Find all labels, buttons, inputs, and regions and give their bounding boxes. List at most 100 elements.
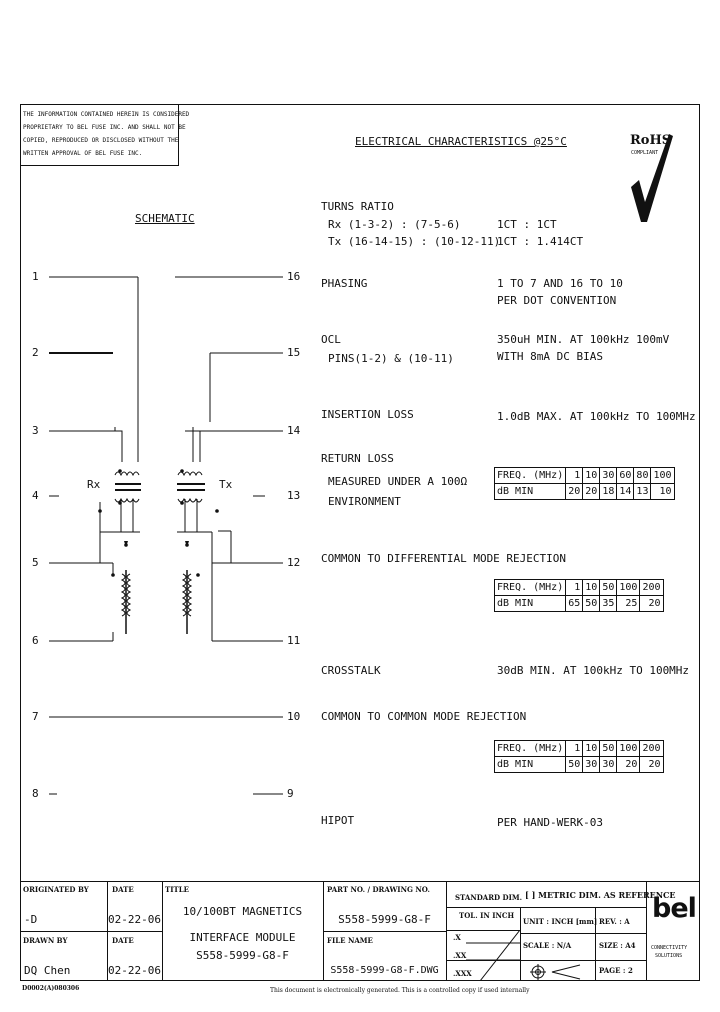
cm-cm-table: FREQ. (MHz) 1 10 50 100 200 dB MIN 50 30… (493, 740, 664, 773)
hipot-value: PER HAND-WERK-03 (497, 816, 603, 829)
title-block-divider (446, 960, 646, 961)
drawn-by: DQ Chen (24, 964, 71, 977)
title-line: S558-5999-G8-F (196, 949, 289, 962)
title-block-divider (162, 881, 163, 981)
table-cell: 60 (616, 467, 635, 484)
table-row: FREQ. (MHz) 1 10 30 60 80 100 (493, 467, 675, 484)
schematic-diagram (49, 276, 283, 795)
rx-label: Rx (87, 478, 101, 491)
table-cell: 50 (582, 595, 601, 612)
tx-label: Tx (219, 478, 233, 491)
turns-ratio-rx: Rx (1-3-2) : (7-5-6) (328, 218, 461, 231)
hipot-label: HIPOT (321, 814, 355, 827)
cm-cm-label: COMMON TO COMMON MODE REJECTION (321, 710, 527, 723)
title-block-divider (646, 881, 647, 981)
standard-dim: STANDARD DIM. (455, 893, 523, 902)
title-block-divider (520, 907, 521, 981)
file-name-label: FILE NAME (327, 936, 373, 945)
title-block-divider (20, 881, 700, 882)
pin-label: 15 (287, 346, 301, 359)
ocl-value: 350uH MIN. AT 100kHz 100mV (497, 333, 670, 346)
title-line: 10/100BT MAGNETICS (182, 905, 303, 918)
pin-label: 14 (287, 424, 301, 437)
title-block-divider (20, 931, 162, 932)
table-cell: 14 (616, 483, 635, 500)
pin-label: 8 (32, 787, 39, 800)
pin-label: 7 (32, 710, 39, 723)
date-label: DATE (112, 936, 134, 945)
title-block-divider (446, 930, 520, 931)
turns-ratio-tx: Tx (16-14-15) : (10-12-11) (328, 235, 501, 248)
title-line: INTERFACE MODULE (189, 931, 296, 944)
ocl-sub: PINS(1-2) & (10-11) (328, 352, 454, 365)
drawing-border (20, 104, 700, 981)
table-cell: 1 (565, 467, 584, 484)
size: SIZE : A4 (599, 941, 636, 950)
table-cell: 1 (565, 579, 584, 596)
schematic-title: SCHEMATIC (135, 212, 195, 225)
table-cell: 10 (582, 740, 601, 757)
crosstalk-value: 30dB MIN. AT 100kHz TO 100MHz (497, 664, 690, 677)
pin-label: 6 (32, 634, 39, 647)
table-cell: dB MIN (493, 483, 567, 500)
tol-x: .X (453, 933, 461, 942)
table-cell: 65 (565, 595, 584, 612)
table-cell: 200 (639, 740, 664, 757)
tol-xxx: .XXX (453, 969, 472, 978)
table-cell: 80 (633, 467, 652, 484)
pin-label: 12 (287, 556, 301, 569)
table-cell: 20 (582, 483, 601, 500)
pin-label: 16 (287, 270, 301, 283)
title-block-divider (446, 881, 447, 981)
table-cell: 200 (639, 579, 664, 596)
metric-reference: [ ] METRIC DIM. AS REFERENCE (525, 890, 676, 900)
table-cell: 13 (633, 483, 652, 500)
page-title: ELECTRICAL CHARACTERISTICS @25°C (355, 135, 567, 148)
title-block-divider (107, 881, 108, 981)
table-cell: 10 (650, 483, 675, 500)
phasing-value: PER DOT CONVENTION (497, 294, 617, 307)
table-row: dB MIN 20 20 18 14 13 10 (493, 483, 675, 500)
projection-icon (530, 964, 581, 980)
part-no-label: PART NO. / DRAWING NO. (327, 885, 430, 894)
pin-label: 4 (32, 489, 39, 502)
phasing-label: PHASING (321, 277, 368, 290)
table-cell: 20 (616, 756, 641, 773)
rohs-sub: COMPLIANT (631, 150, 659, 156)
notice-line: THE INFORMATION CONTAINED HEREIN IS CONS… (23, 111, 190, 118)
proprietary-notice: THE INFORMATION CONTAINED HEREIN IS CONS… (20, 104, 189, 166)
pin-label: 11 (287, 634, 301, 647)
originated-by: -D (24, 913, 38, 926)
scale: SCALE : N/A (523, 941, 572, 950)
table-cell: 20 (565, 483, 584, 500)
footer-disclaimer: This document is electronically generate… (270, 987, 530, 994)
table-cell: 30 (599, 467, 618, 484)
originated-date: 02-22-06 (108, 913, 161, 926)
notice-line: PROPRIETARY TO BEL FUSE INC. AND SHALL N… (23, 124, 186, 131)
pin-label: 2 (32, 346, 39, 359)
title-block-divider (323, 931, 446, 932)
pin-label: 5 (32, 556, 39, 569)
table-cell: 100 (616, 740, 641, 757)
checkmark-icon (631, 134, 673, 222)
table-cell: FREQ. (MHz) (493, 467, 567, 484)
bel-logo-sub: SOLUTIONS (655, 953, 683, 959)
revision: REV. : A (599, 917, 630, 926)
drawn-by-label: DRAWN BY (23, 936, 68, 945)
turns-ratio-rx-value: 1CT : 1CT (497, 218, 557, 231)
table-cell: 50 (599, 740, 618, 757)
unit: UNIT : INCH [mm] (523, 917, 598, 926)
drawn-date: 02-22-06 (108, 964, 161, 977)
table-cell: 100 (616, 579, 641, 596)
table-cell: 30 (582, 756, 601, 773)
page-number: PAGE : 2 (599, 966, 633, 975)
rohs-text: RoHS (630, 133, 672, 148)
part-no: S558-5999-G8-F (338, 913, 431, 926)
return-loss-label: RETURN LOSS (321, 452, 394, 465)
table-cell: 35 (599, 595, 618, 612)
tol-in-inch: TOL. IN INCH (459, 911, 515, 920)
crosstalk-label: CROSSTALK (321, 664, 381, 677)
table-cell: 50 (565, 756, 584, 773)
file-name: S558-5999-G8-F.DWG (330, 965, 439, 976)
ocl-value: WITH 8mA DC BIAS (497, 350, 603, 363)
